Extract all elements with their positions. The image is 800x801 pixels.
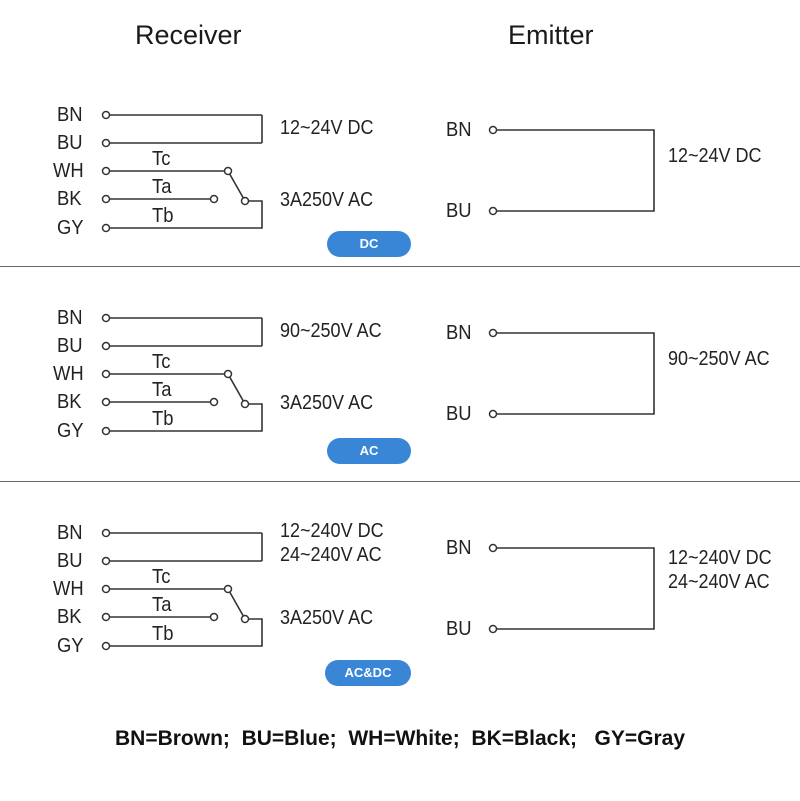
wire-label-bu: BU	[57, 335, 83, 357]
color-legend: BN=Brown; BU=Blue; WH=White; BK=Black; G…	[114, 727, 685, 750]
emitter-header: Emitter	[508, 20, 594, 50]
wire-label-gy: GY	[57, 217, 84, 239]
emitter-supply-voltage: 12~24V DC	[668, 145, 762, 167]
wire-label-bk: BK	[57, 606, 82, 628]
relay-rating: 3A250V AC	[280, 392, 374, 414]
relay-rating: 3A250V AC	[280, 607, 374, 629]
contact-label-ta: Ta	[152, 176, 172, 198]
section-divider	[0, 266, 800, 267]
wire-label-bk: BK	[57, 188, 82, 210]
wire-label-wh: WH	[53, 578, 84, 600]
wire-label-bu: BU	[57, 550, 83, 572]
contact-label-ta: Ta	[152, 379, 172, 401]
contact-label-tb: Tb	[152, 205, 174, 227]
emitter-wire-bu: BU	[446, 200, 472, 222]
wire-label-bk: BK	[57, 391, 82, 413]
wire-label-wh: WH	[53, 363, 84, 385]
wiring-section-ac: BN BU WH BK GY Tc Ta Tb 90~250V AC 3A250…	[0, 301, 800, 516]
wire-label-bn: BN	[57, 522, 83, 544]
section-divider	[0, 481, 800, 482]
emitter-wire-bu: BU	[446, 618, 472, 640]
wiring-section-acdc: BN BU WH BK GY Tc Ta Tb 12~240V DC 24~24…	[0, 516, 800, 731]
contact-label-tb: Tb	[152, 408, 174, 430]
relay-rating: 3A250V AC	[280, 189, 374, 211]
contact-label-tc: Tc	[152, 566, 171, 588]
wiring-diagram-dc	[101, 110, 655, 233]
emitter-wire-bn: BN	[446, 119, 472, 141]
wire-label-wh: WH	[53, 160, 84, 182]
ac-badge: AC	[327, 438, 411, 464]
contact-label-tc: Tc	[152, 148, 171, 170]
wiring-section-dc: BN BU WH BK GY Tc Ta Tb 12~24V DC 3A250V…	[0, 98, 800, 313]
wiring-diagram-ac	[101, 313, 655, 436]
acdc-badge: AC&DC	[325, 660, 411, 686]
receiver-supply-voltage: 90~250V AC	[280, 320, 382, 342]
emitter-supply-voltage: 90~250V AC	[668, 348, 770, 370]
emitter-wire-bu: BU	[446, 403, 472, 425]
wire-label-bn: BN	[57, 104, 83, 126]
wire-label-bu: BU	[57, 132, 83, 154]
receiver-supply-voltage: 12~24V DC	[280, 117, 374, 139]
contact-label-tb: Tb	[152, 623, 174, 645]
contact-label-ta: Ta	[152, 594, 172, 616]
wiring-diagram-acdc	[101, 528, 655, 651]
receiver-header: Receiver	[135, 20, 242, 50]
contact-label-tc: Tc	[152, 351, 171, 373]
dc-badge: DC	[327, 231, 411, 257]
emitter-wire-bn: BN	[446, 322, 472, 344]
wire-label-bn: BN	[57, 307, 83, 329]
emitter-wire-bn: BN	[446, 537, 472, 559]
wire-label-gy: GY	[57, 420, 84, 442]
receiver-supply-voltage: 12~240V DC 24~240V AC	[280, 520, 384, 566]
wire-label-gy: GY	[57, 635, 84, 657]
emitter-supply-voltage: 12~240V DC 24~240V AC	[668, 547, 772, 593]
